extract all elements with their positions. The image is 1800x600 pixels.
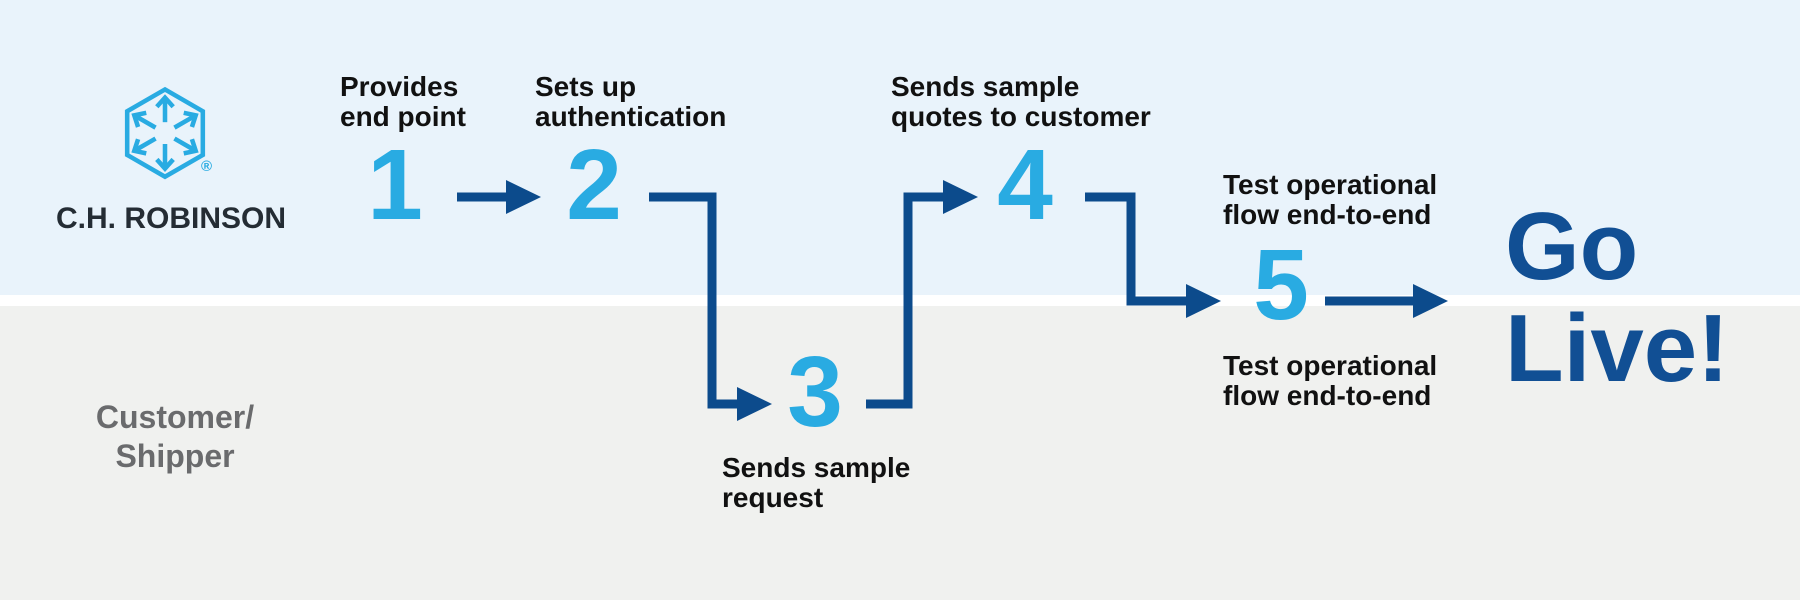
step2-label: Sets up authentication [535, 71, 727, 132]
chrobinson-logo-icon [124, 86, 206, 180]
registered-trademark-symbol: ® [201, 158, 213, 175]
step1-label: Provides end point [340, 71, 466, 132]
customer-shipper-lane-label: Customer/ Shipper [95, 399, 255, 474]
step4-label: Sends sample quotes to customer [891, 71, 1151, 132]
step2-number: 2 [566, 129, 622, 241]
step1-number: 1 [367, 129, 423, 241]
step3-number: 3 [787, 336, 843, 448]
go-live-outcome: Go Live! [1505, 193, 1730, 402]
brand-wordmark: C.H. ROBINSON [56, 202, 287, 235]
step3-label: Sends sample request [722, 452, 911, 513]
step4-number: 4 [997, 129, 1053, 241]
step5-label-above: Test operational flow end-to-end [1223, 169, 1438, 230]
step5-number: 5 [1253, 229, 1309, 341]
step5-label-below: Test operational flow end-to-end [1223, 350, 1438, 411]
